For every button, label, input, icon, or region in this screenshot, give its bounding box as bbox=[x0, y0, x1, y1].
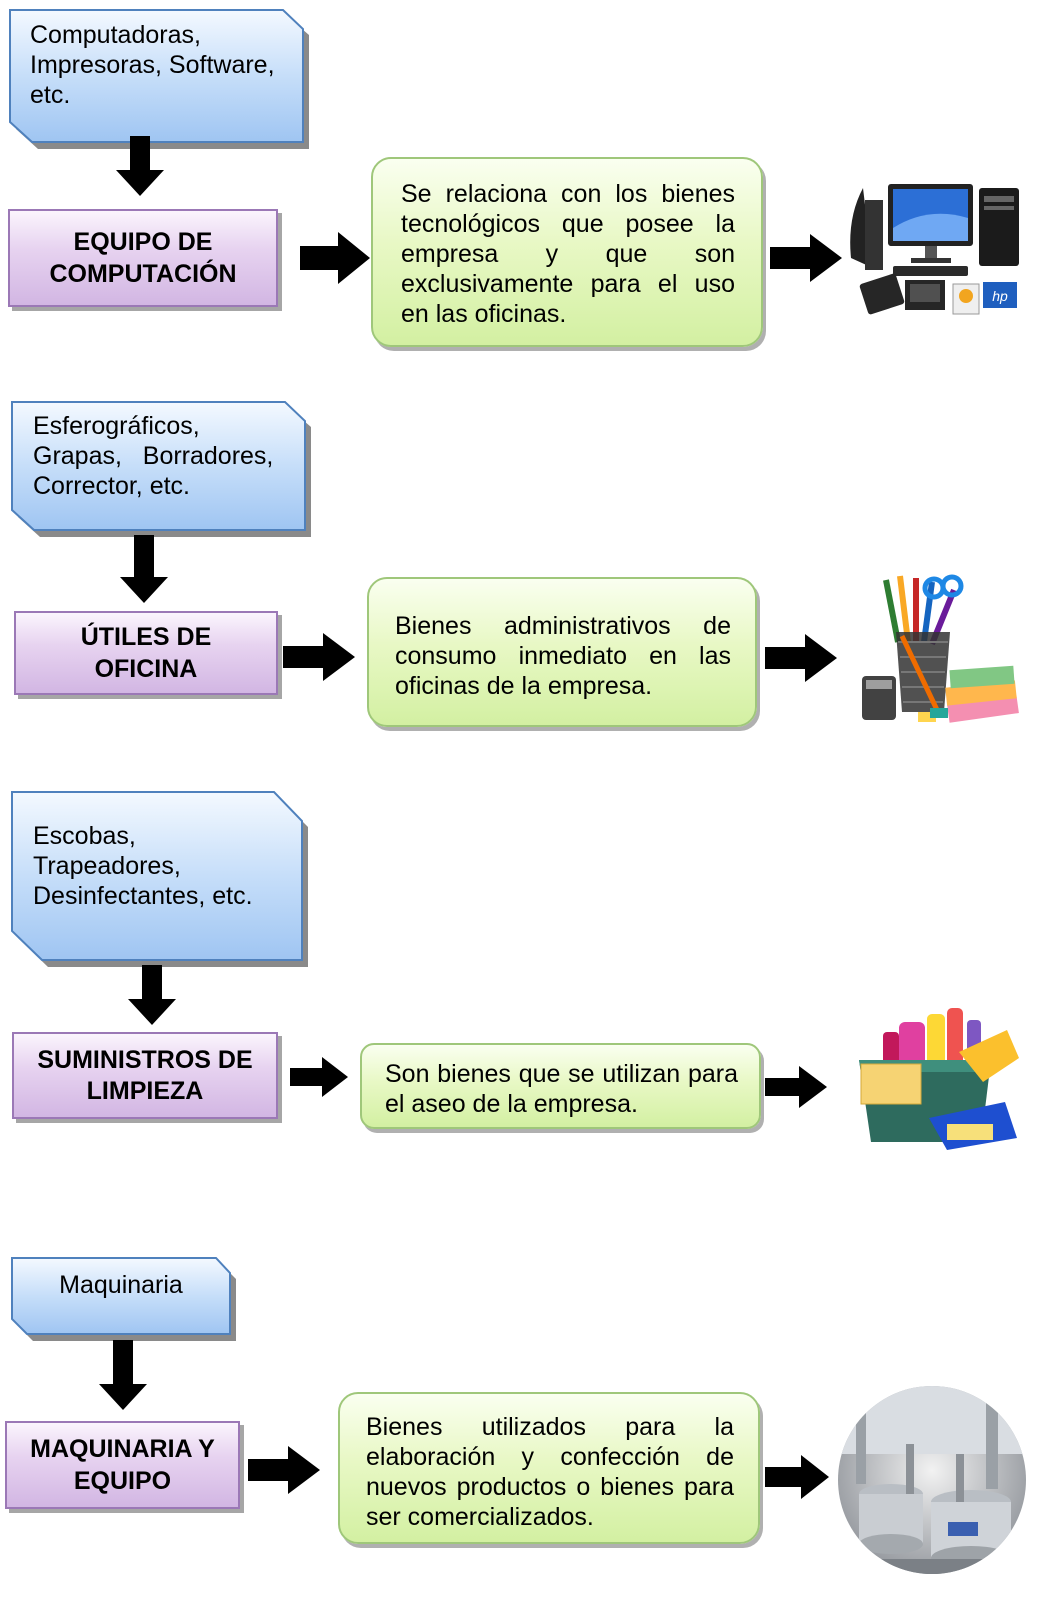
examples-box bbox=[11, 791, 308, 967]
title-line: EQUIPO bbox=[73, 1467, 172, 1495]
example-line: Escobas, bbox=[33, 822, 136, 850]
office-supplies-icon bbox=[862, 574, 1019, 723]
description-text: Se relaciona con los bienes tecnológicos… bbox=[401, 180, 735, 328]
description-box: Se relaciona con los bienes tecnológicos… bbox=[371, 157, 763, 347]
title-line: LIMPIEZA bbox=[86, 1076, 204, 1105]
right-arrow bbox=[300, 232, 370, 284]
examples-text: Computadoras, Impresoras, Software, etc. bbox=[30, 20, 295, 110]
category-title: EQUIPO DE COMPUTACIÓN bbox=[8, 209, 278, 307]
example-line: Desinfectantes, etc. bbox=[33, 882, 253, 910]
title-line: ÚTILES DE bbox=[80, 623, 212, 651]
cleaning-supplies-icon bbox=[859, 1008, 1019, 1150]
description-text: Son bienes que se utilizan para el aseo … bbox=[385, 1060, 738, 1118]
right-arrow bbox=[283, 633, 355, 681]
description-box: Son bienes que se utilizan para el aseo … bbox=[360, 1043, 761, 1129]
example-line: Esferográficos, bbox=[33, 412, 200, 440]
examples-text: Maquinaria bbox=[10, 1270, 232, 1300]
right-arrow bbox=[770, 234, 842, 282]
industrial-machinery-icon bbox=[838, 1386, 1026, 1574]
down-arrow bbox=[120, 535, 168, 603]
example-line: Maquinaria bbox=[59, 1271, 183, 1299]
title-line: OFICINA bbox=[94, 655, 198, 683]
right-arrow bbox=[765, 1066, 827, 1108]
title-line: MAQUINARIA Y bbox=[30, 1435, 215, 1463]
examples-text: Escobas, Trapeadores, Desinfectantes, et… bbox=[33, 821, 293, 911]
title-line: SUMINISTROS DE bbox=[37, 1045, 253, 1074]
example-line: Grapas, Borradores, bbox=[33, 442, 274, 470]
example-line: Corrector, etc. bbox=[33, 472, 190, 500]
category-title: ÚTILES DE OFICINA bbox=[14, 611, 278, 695]
description-text: Bienes administrativos de consumo inmedi… bbox=[395, 612, 731, 700]
examples-text: Esferográficos, Grapas, Borradores, Corr… bbox=[33, 411, 298, 501]
examples-box bbox=[11, 401, 311, 537]
title-line: COMPUTACIÓN bbox=[49, 260, 237, 288]
description-text: Bienes utilizados para la elaboración y … bbox=[366, 1413, 734, 1531]
example-line: Trapeadores, bbox=[33, 852, 181, 880]
svg-text:hp: hp bbox=[992, 288, 1008, 304]
title-line: EQUIPO DE bbox=[73, 228, 213, 256]
category-title: SUMINISTROS DE LIMPIEZA bbox=[12, 1032, 278, 1119]
example-line: Impresoras, Software, bbox=[30, 51, 275, 79]
computer-equipment-icon: hp bbox=[850, 184, 1019, 315]
category-title: MAQUINARIA Y EQUIPO bbox=[5, 1421, 240, 1509]
right-arrow bbox=[765, 634, 837, 682]
down-arrow bbox=[116, 136, 164, 196]
right-arrow bbox=[290, 1057, 348, 1097]
example-line: etc. bbox=[30, 81, 71, 109]
right-arrow bbox=[248, 1446, 320, 1494]
example-line: Computadoras, bbox=[30, 21, 201, 49]
examples-box bbox=[11, 1257, 236, 1341]
down-arrow bbox=[128, 965, 176, 1025]
down-arrow bbox=[99, 1340, 147, 1410]
description-box: Bienes administrativos de consumo inmedi… bbox=[367, 577, 757, 727]
right-arrow bbox=[765, 1455, 829, 1499]
examples-box bbox=[9, 9, 309, 149]
description-box: Bienes utilizados para la elaboración y … bbox=[338, 1392, 760, 1544]
